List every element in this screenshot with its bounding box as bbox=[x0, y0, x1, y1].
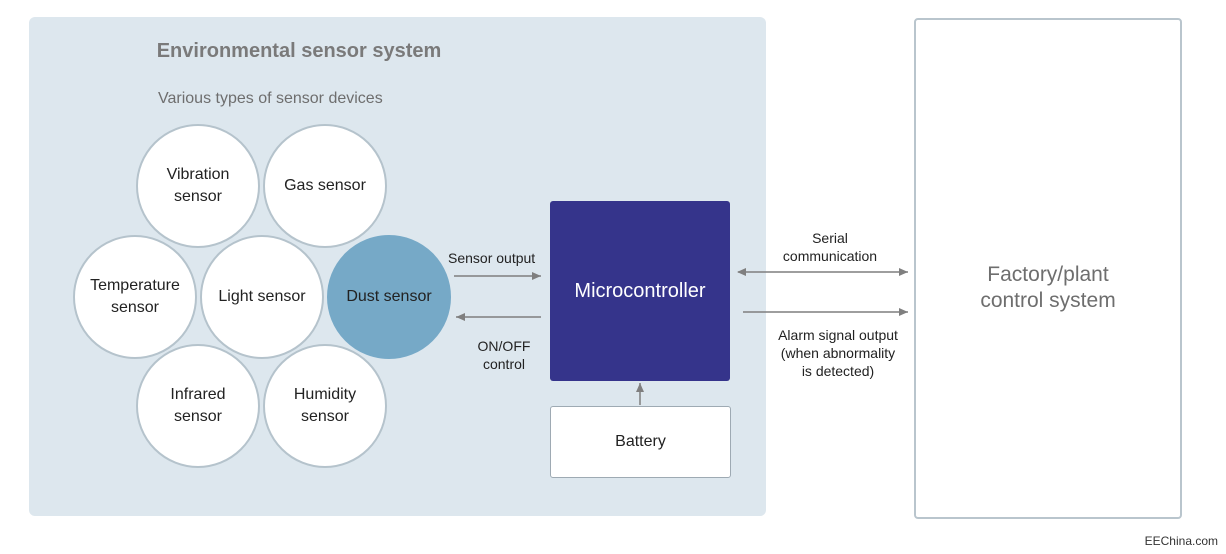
temperature-sensor-line-2: sensor bbox=[110, 299, 159, 316]
system-title: Environmental sensor system bbox=[156, 40, 442, 62]
vibration-sensor: Vibration sensor bbox=[136, 124, 260, 248]
sensor-output-label: Sensor output bbox=[448, 250, 536, 266]
gas-sensor: Gas sensor bbox=[263, 124, 387, 248]
sensor-group-label: Various types of sensor devices bbox=[158, 90, 383, 107]
dust-sensor: Dust sensor bbox=[327, 235, 451, 359]
watermark: EEChina.com bbox=[1144, 534, 1218, 548]
humidity-sensor: Humidity sensor bbox=[263, 344, 387, 468]
serial-line-2: communication bbox=[782, 248, 878, 264]
serial-line-1: Serial bbox=[812, 230, 848, 246]
alarm-line-2: (when abnormality bbox=[780, 345, 896, 361]
vibration-sensor-line-1: Vibration bbox=[166, 166, 230, 183]
factory-control-system-label: Factory/plant control system bbox=[914, 262, 1182, 314]
alarm-signal-label: Alarm signal output (when abnormality is… bbox=[758, 326, 918, 380]
microcontroller-box: Microcontroller bbox=[550, 201, 730, 381]
vibration-sensor-line-2: sensor bbox=[173, 188, 222, 205]
humidity-sensor-line-1: Humidity bbox=[293, 386, 357, 403]
infrared-sensor-line-1: Infrared bbox=[170, 386, 226, 403]
temperature-sensor: Temperature sensor bbox=[73, 235, 197, 359]
on-off-line-1: ON/OFF bbox=[477, 338, 531, 354]
infrared-sensor-line-2: sensor bbox=[173, 408, 222, 425]
on-off-line-2: control bbox=[482, 356, 526, 372]
alarm-line-1: Alarm signal output bbox=[778, 327, 898, 343]
alarm-line-3: is detected) bbox=[801, 363, 875, 379]
humidity-sensor-line-2: sensor bbox=[300, 408, 349, 425]
gas-sensor-label: Gas sensor bbox=[284, 177, 366, 194]
dust-sensor-label: Dust sensor bbox=[346, 288, 432, 305]
temperature-sensor-line-1: Temperature bbox=[90, 277, 180, 294]
factory-label-line-1: Factory/plant bbox=[987, 263, 1109, 286]
battery-box: Battery bbox=[550, 406, 731, 478]
infrared-sensor: Infrared sensor bbox=[136, 344, 260, 468]
microcontroller-label: Microcontroller bbox=[574, 279, 706, 302]
light-sensor: Light sensor bbox=[200, 235, 324, 359]
serial-communication-label: Serial communication bbox=[760, 229, 900, 265]
on-off-control-label: ON/OFF control bbox=[468, 337, 540, 373]
factory-control-system-box bbox=[914, 18, 1182, 519]
battery-label: Battery bbox=[615, 433, 666, 450]
factory-label-line-2: control system bbox=[980, 289, 1116, 312]
light-sensor-label: Light sensor bbox=[218, 288, 306, 305]
